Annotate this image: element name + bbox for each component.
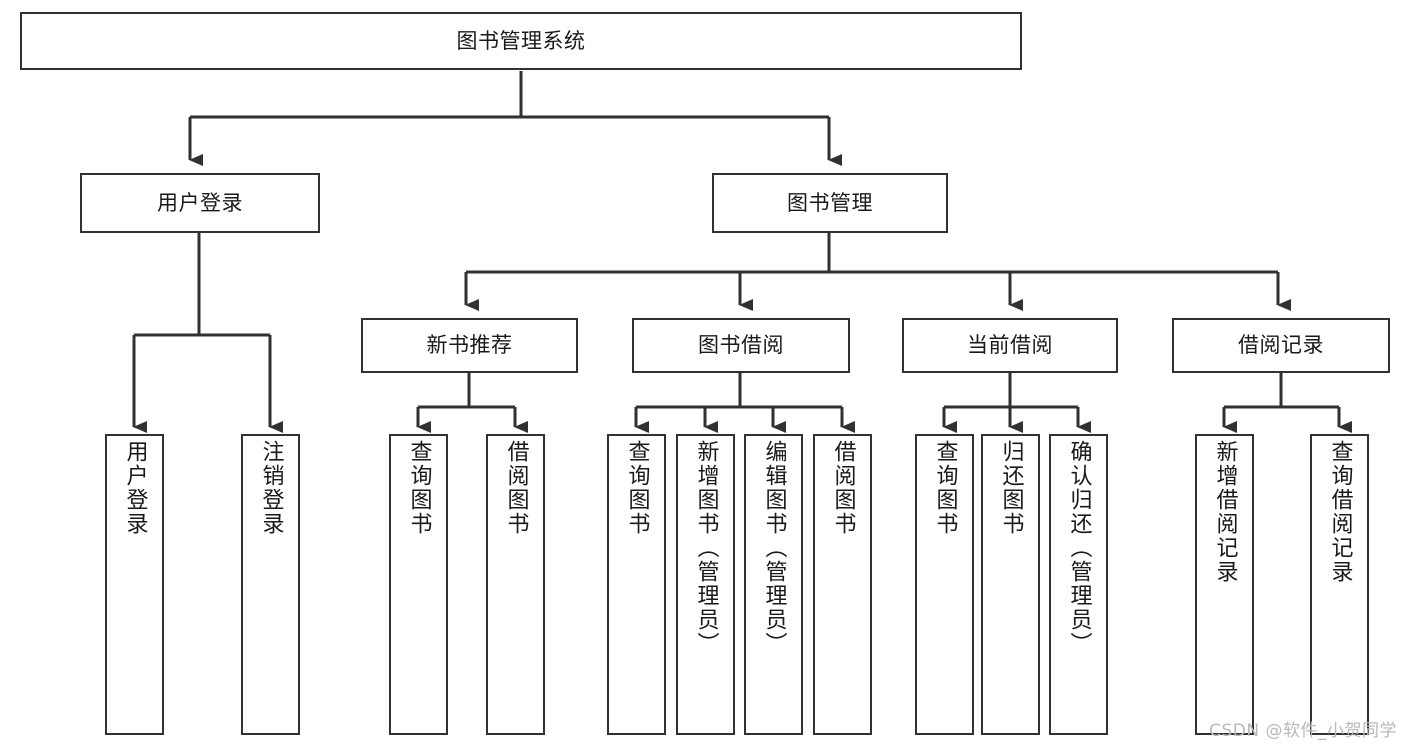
leaf-label: 查询借阅记录 [1327, 440, 1353, 584]
leaf-borrow-query-book[interactable]: 查询图书 [607, 434, 666, 735]
leaf-user-login-login[interactable]: 用户登录 [105, 434, 164, 735]
leaf-label: 新增借阅记录 [1212, 440, 1238, 584]
node-book-management[interactable]: 图书管理 [712, 173, 948, 233]
leaf-current-return-book[interactable]: 归还图书 [981, 434, 1040, 735]
node-new-book-recommend-label: 新书推荐 [426, 333, 513, 358]
node-book-management-label: 图书管理 [787, 190, 873, 215]
leaf-label: 归还图书 [998, 440, 1024, 536]
node-borrow-record-label: 借阅记录 [1238, 333, 1324, 358]
node-book-borrow-label: 图书借阅 [698, 333, 784, 358]
leaf-record-query-record[interactable]: 查询借阅记录 [1310, 434, 1369, 735]
leaf-recommend-borrow-book[interactable]: 借阅图书 [486, 434, 545, 735]
node-borrow-record[interactable]: 借阅记录 [1172, 318, 1390, 373]
node-current-borrow[interactable]: 当前借阅 [902, 318, 1118, 373]
node-current-borrow-label: 当前借阅 [967, 333, 1053, 358]
leaf-label: 查询图书 [624, 440, 650, 536]
leaf-label: 用户登录 [122, 440, 148, 536]
leaf-label: 借阅图书 [503, 440, 529, 536]
leaf-label: 新增图书（管理员） [693, 440, 719, 656]
node-user-login[interactable]: 用户登录 [80, 173, 320, 233]
leaf-label: 查询图书 [932, 440, 958, 536]
node-book-borrow[interactable]: 图书借阅 [632, 318, 850, 373]
node-user-login-label: 用户登录 [157, 190, 243, 215]
leaf-current-confirm-return[interactable]: 确认归还（管理员） [1049, 434, 1108, 735]
leaf-borrow-edit-book[interactable]: 编辑图书（管理员） [744, 434, 803, 735]
leaf-recommend-query-book[interactable]: 查询图书 [389, 434, 448, 735]
node-new-book-recommend[interactable]: 新书推荐 [361, 318, 578, 373]
leaf-label: 确认归还（管理员） [1066, 440, 1092, 656]
node-root-label: 图书管理系统 [456, 28, 586, 53]
leaf-record-add-record[interactable]: 新增借阅记录 [1195, 434, 1254, 735]
leaf-current-query-book[interactable]: 查询图书 [915, 434, 974, 735]
leaf-label: 查询图书 [406, 440, 432, 536]
node-root[interactable]: 图书管理系统 [20, 12, 1022, 70]
leaf-borrow-borrow-book[interactable]: 借阅图书 [813, 434, 872, 735]
leaf-label: 借阅图书 [830, 440, 856, 536]
leaf-label: 注销登录 [258, 440, 284, 536]
leaf-borrow-add-book[interactable]: 新增图书（管理员） [676, 434, 735, 735]
leaf-user-login-logout[interactable]: 注销登录 [241, 434, 300, 735]
leaf-label: 编辑图书（管理员） [761, 440, 787, 656]
